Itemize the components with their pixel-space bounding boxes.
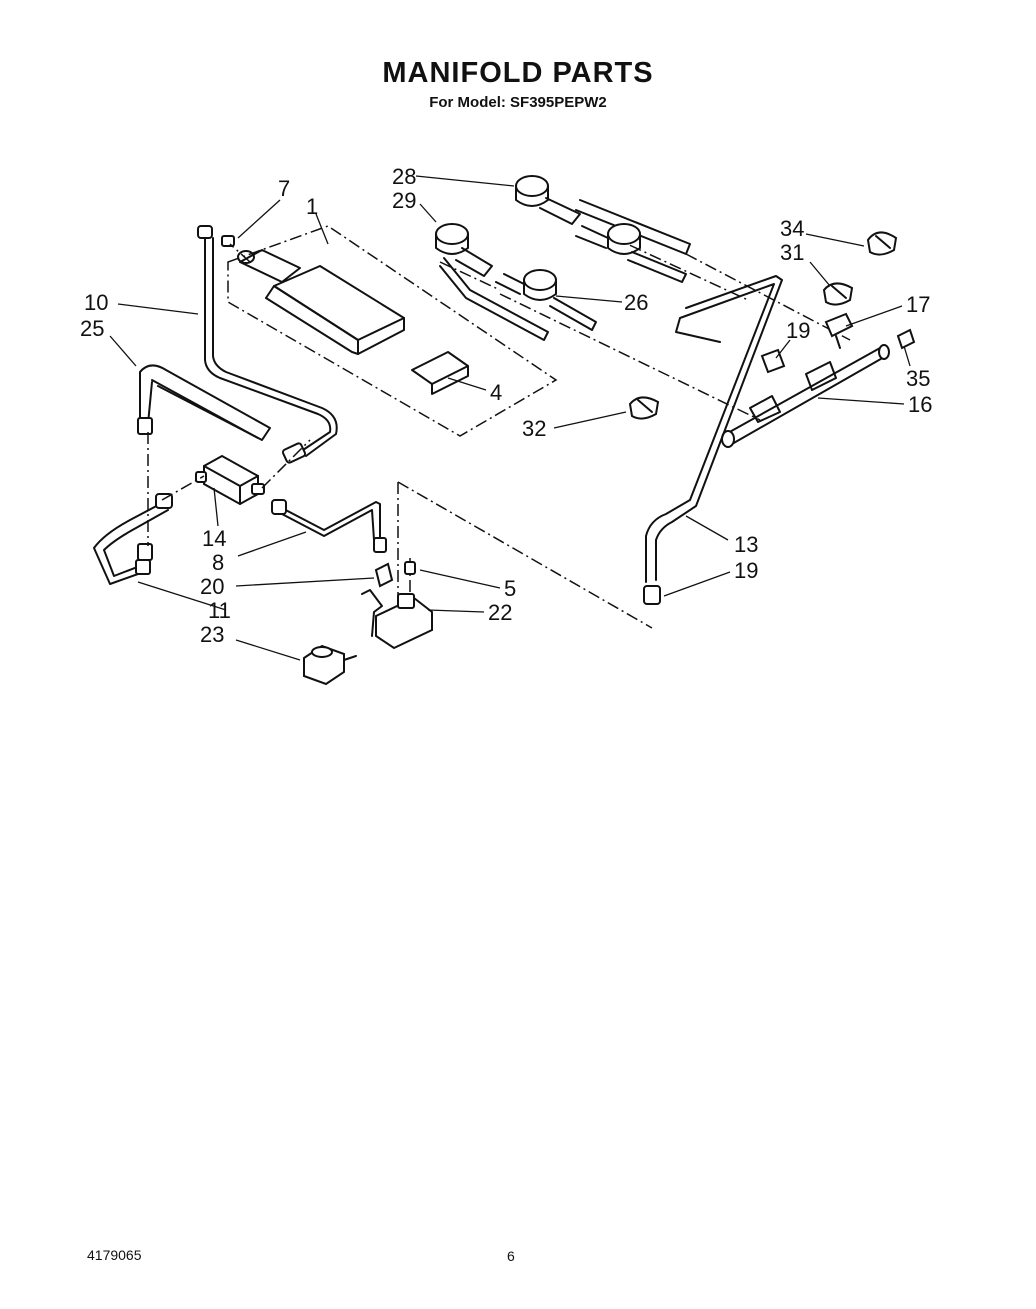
part-14-valve	[195, 454, 265, 506]
page-number: 6	[507, 1248, 515, 1264]
callout-34: 34	[780, 216, 804, 241]
callout-7: 7	[278, 176, 290, 201]
callout-14: 14	[202, 526, 226, 551]
callout-1: 1	[306, 194, 318, 219]
callout-28: 28	[392, 164, 416, 189]
part-17-tee	[824, 312, 854, 349]
part-13-tube	[643, 275, 783, 605]
part-1-burner-box	[227, 225, 558, 437]
callout-31: 31	[780, 240, 804, 265]
callout-13: 13	[734, 532, 758, 557]
part-20-orifice	[374, 562, 394, 588]
callout-20: 20	[200, 574, 224, 599]
part-32-knob	[628, 396, 660, 420]
callouts: 28 29 7 1 10 25 4 26 34 31 17 19 35 16 3…	[80, 164, 932, 647]
part-25-burner-tube	[137, 364, 271, 441]
part-16-manifold-pipe	[721, 344, 890, 448]
callout-25: 25	[80, 316, 104, 341]
part-29-burner	[435, 223, 549, 341]
callout-10: 10	[84, 290, 108, 315]
callout-26: 26	[624, 290, 648, 315]
part-22-manifold-bracket	[361, 589, 433, 650]
callout-19-upper: 19	[786, 318, 810, 343]
part-34-knob	[866, 231, 898, 256]
part-35-fitting	[896, 328, 916, 350]
part-19-fitting-upper	[760, 348, 786, 374]
part-7-fitting	[221, 235, 235, 247]
document-number: 4179065	[87, 1247, 142, 1263]
part-28-burner	[515, 175, 691, 255]
callout-11: 11	[208, 598, 231, 623]
callout-35: 35	[906, 366, 930, 391]
part-4-bracket	[411, 351, 469, 395]
callout-16: 16	[908, 392, 932, 417]
part-11-tube	[93, 493, 173, 585]
part-burner-rear-right	[575, 223, 687, 283]
leader-lines	[109, 175, 911, 661]
part-26-burner	[495, 269, 597, 331]
callout-17: 17	[906, 292, 930, 317]
callout-32: 32	[522, 416, 546, 441]
part-23-regulator	[303, 644, 357, 686]
page-title: MANIFOLD PARTS	[382, 57, 654, 89]
part-31-knob	[822, 282, 854, 306]
callout-23: 23	[200, 622, 224, 647]
model-subtitle: For Model: SF395PEPW2	[429, 94, 607, 111]
callout-29: 29	[392, 188, 416, 213]
callout-8: 8	[212, 550, 224, 575]
callout-19-lower: 19	[734, 558, 758, 583]
callout-5: 5	[504, 576, 516, 601]
callout-4: 4	[490, 380, 502, 405]
part-10-tube	[197, 225, 338, 464]
part-8-tube	[271, 499, 387, 553]
callout-22: 22	[488, 600, 512, 625]
part-5-screw	[404, 561, 416, 575]
